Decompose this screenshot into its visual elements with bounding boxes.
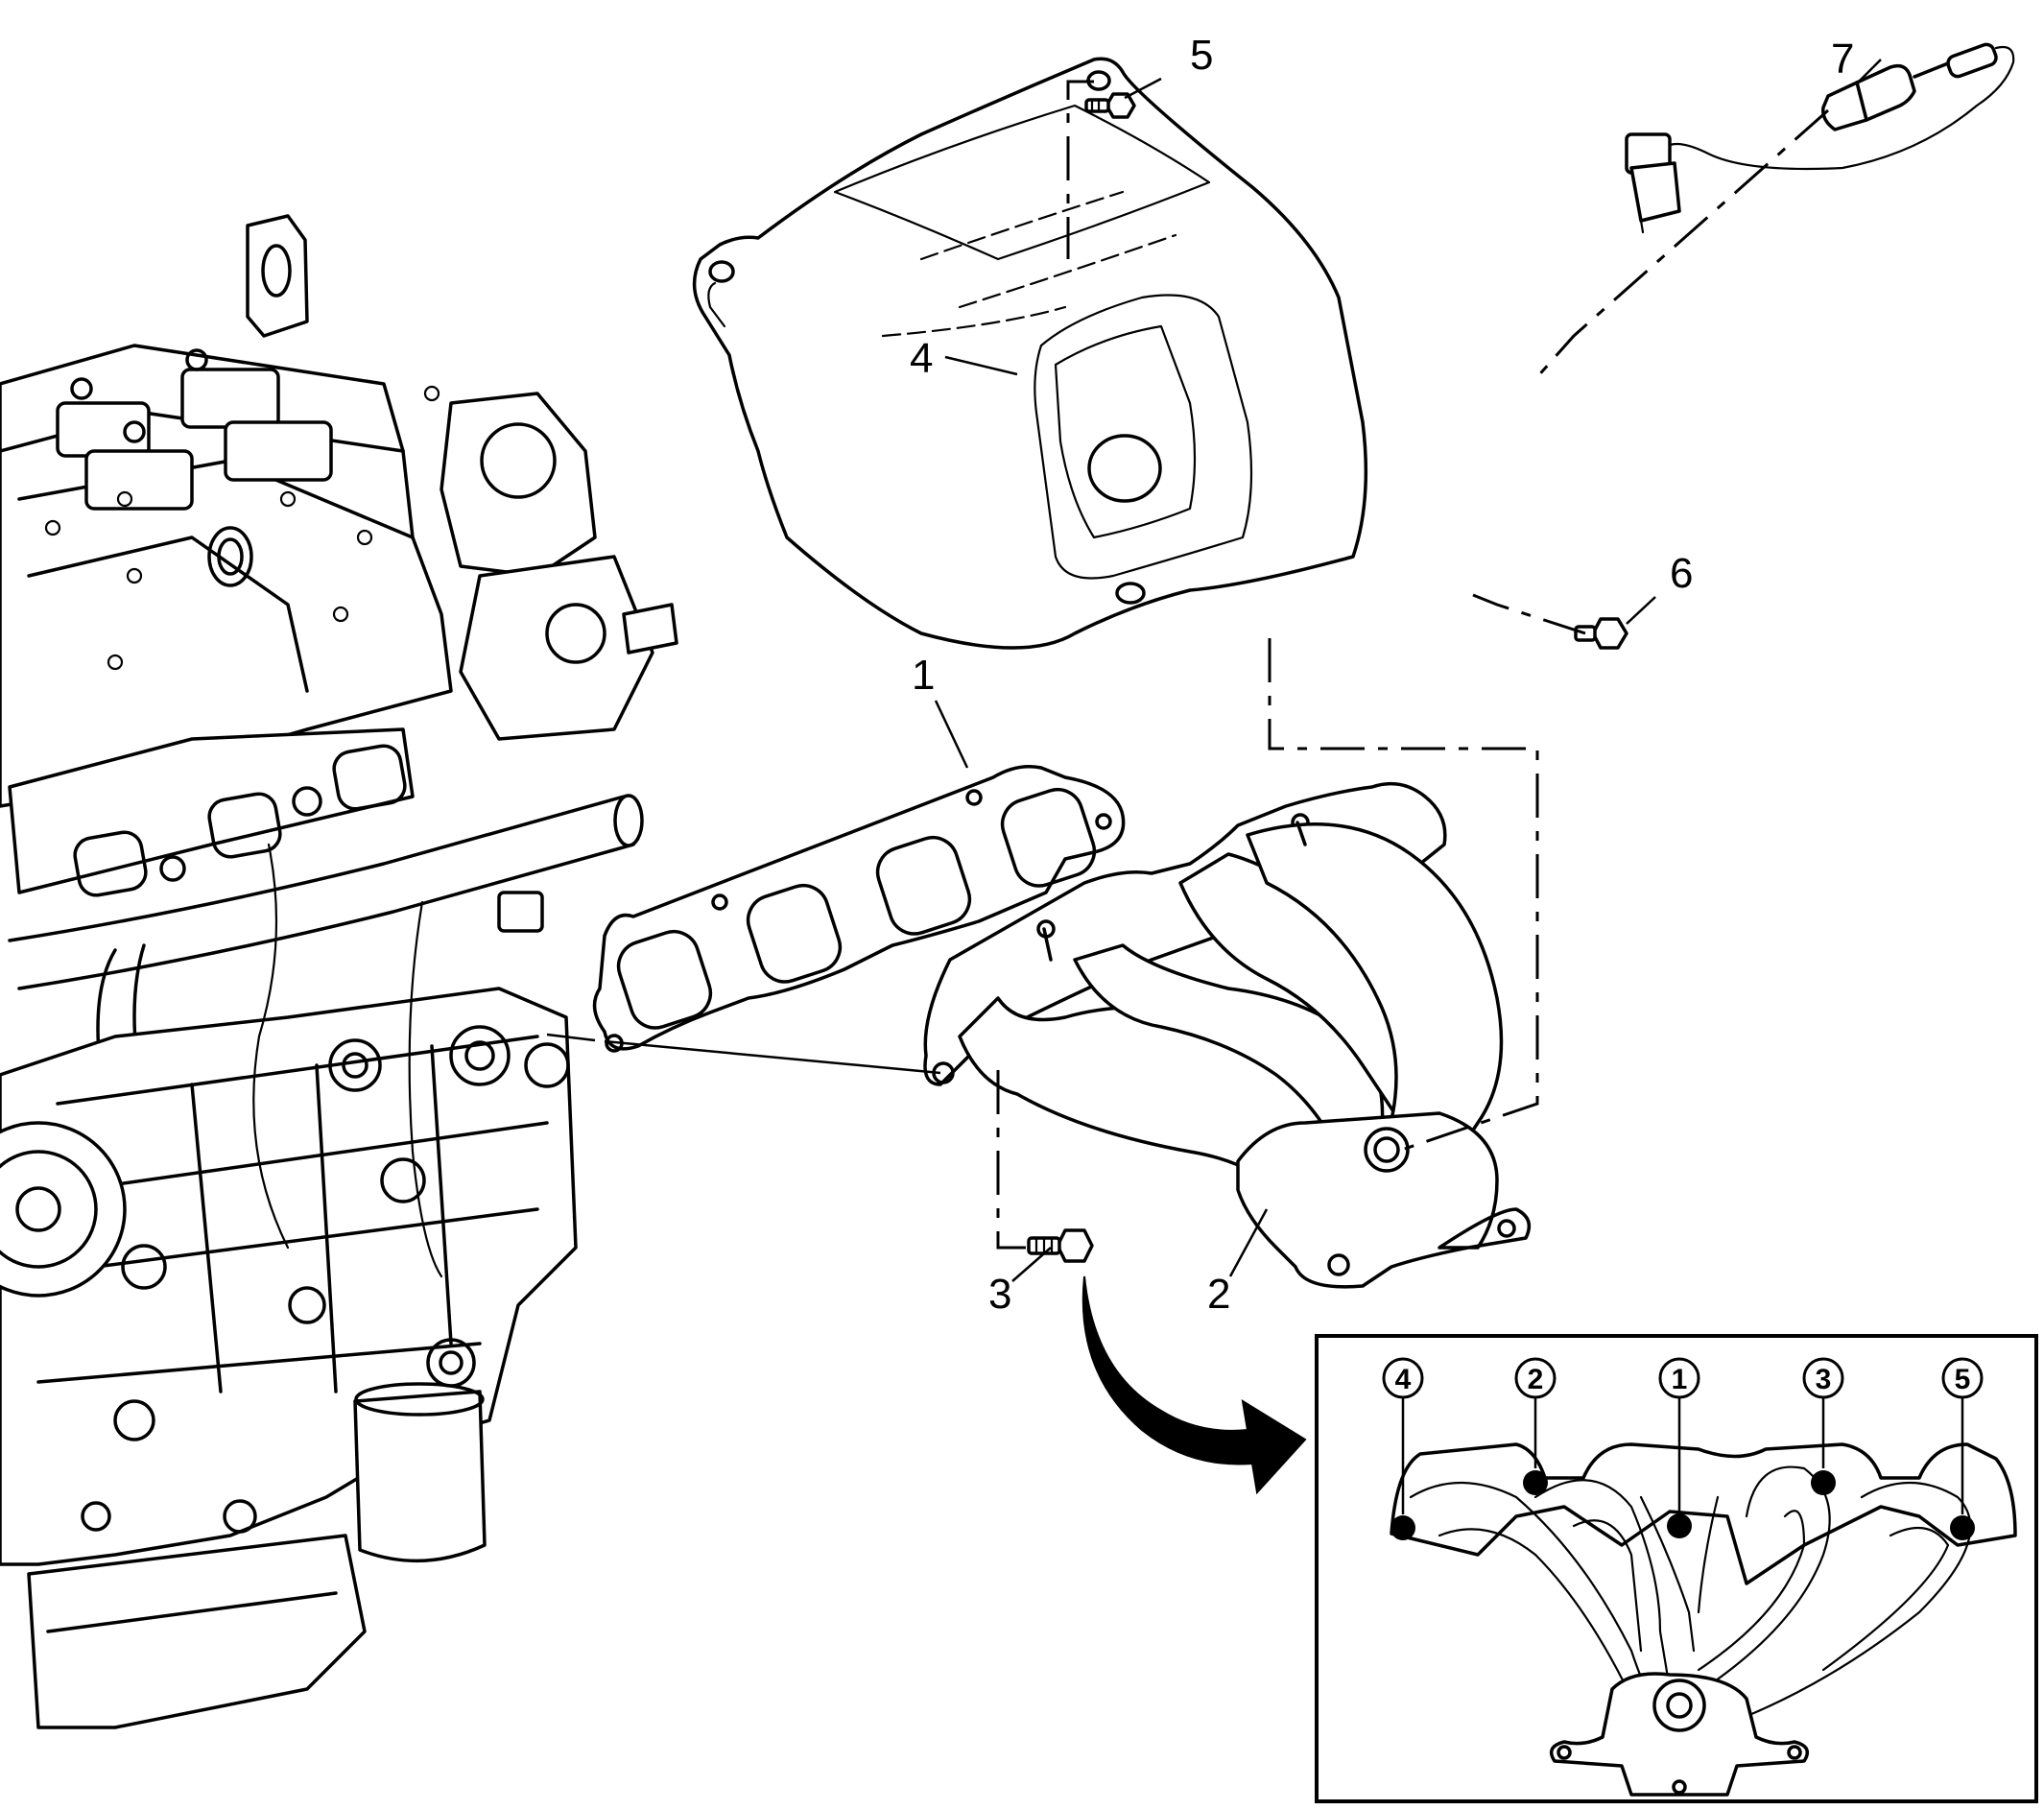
sequence-3: 3 — [1816, 1364, 1832, 1395]
sequence-2: 2 — [1528, 1364, 1544, 1395]
callout-6: 6 — [1670, 550, 1693, 597]
callout-3: 3 — [988, 1271, 1011, 1318]
heat-shield-bolt-upper — [1084, 92, 1136, 119]
callout-1: 1 — [912, 652, 935, 699]
exhaust-manifold — [923, 781, 1532, 1289]
engine-assembly — [0, 214, 678, 1729]
exhaust-manifold-heat-shield — [692, 57, 1368, 650]
callout-2: 2 — [1207, 1271, 1230, 1318]
exhaust-manifold-gasket — [592, 765, 1126, 1053]
detail-view-arrow — [1081, 1275, 1307, 1495]
callout-leaders — [934, 59, 1882, 1282]
sequence-5: 5 — [1955, 1364, 1971, 1395]
sequence-1: 1 — [1672, 1364, 1688, 1395]
manifold-bolt — [1027, 1228, 1094, 1263]
assembly-lines — [546, 80, 1829, 1250]
callout-7: 7 — [1831, 36, 1854, 83]
callout-5: 5 — [1190, 32, 1213, 79]
oxygen-sensor — [1625, 42, 2015, 234]
callout-4: 4 — [910, 335, 933, 382]
tightening-sequence-inset: 4 2 1 3 5 — [1315, 1334, 2038, 1803]
sequence-4: 4 — [1395, 1364, 1412, 1395]
